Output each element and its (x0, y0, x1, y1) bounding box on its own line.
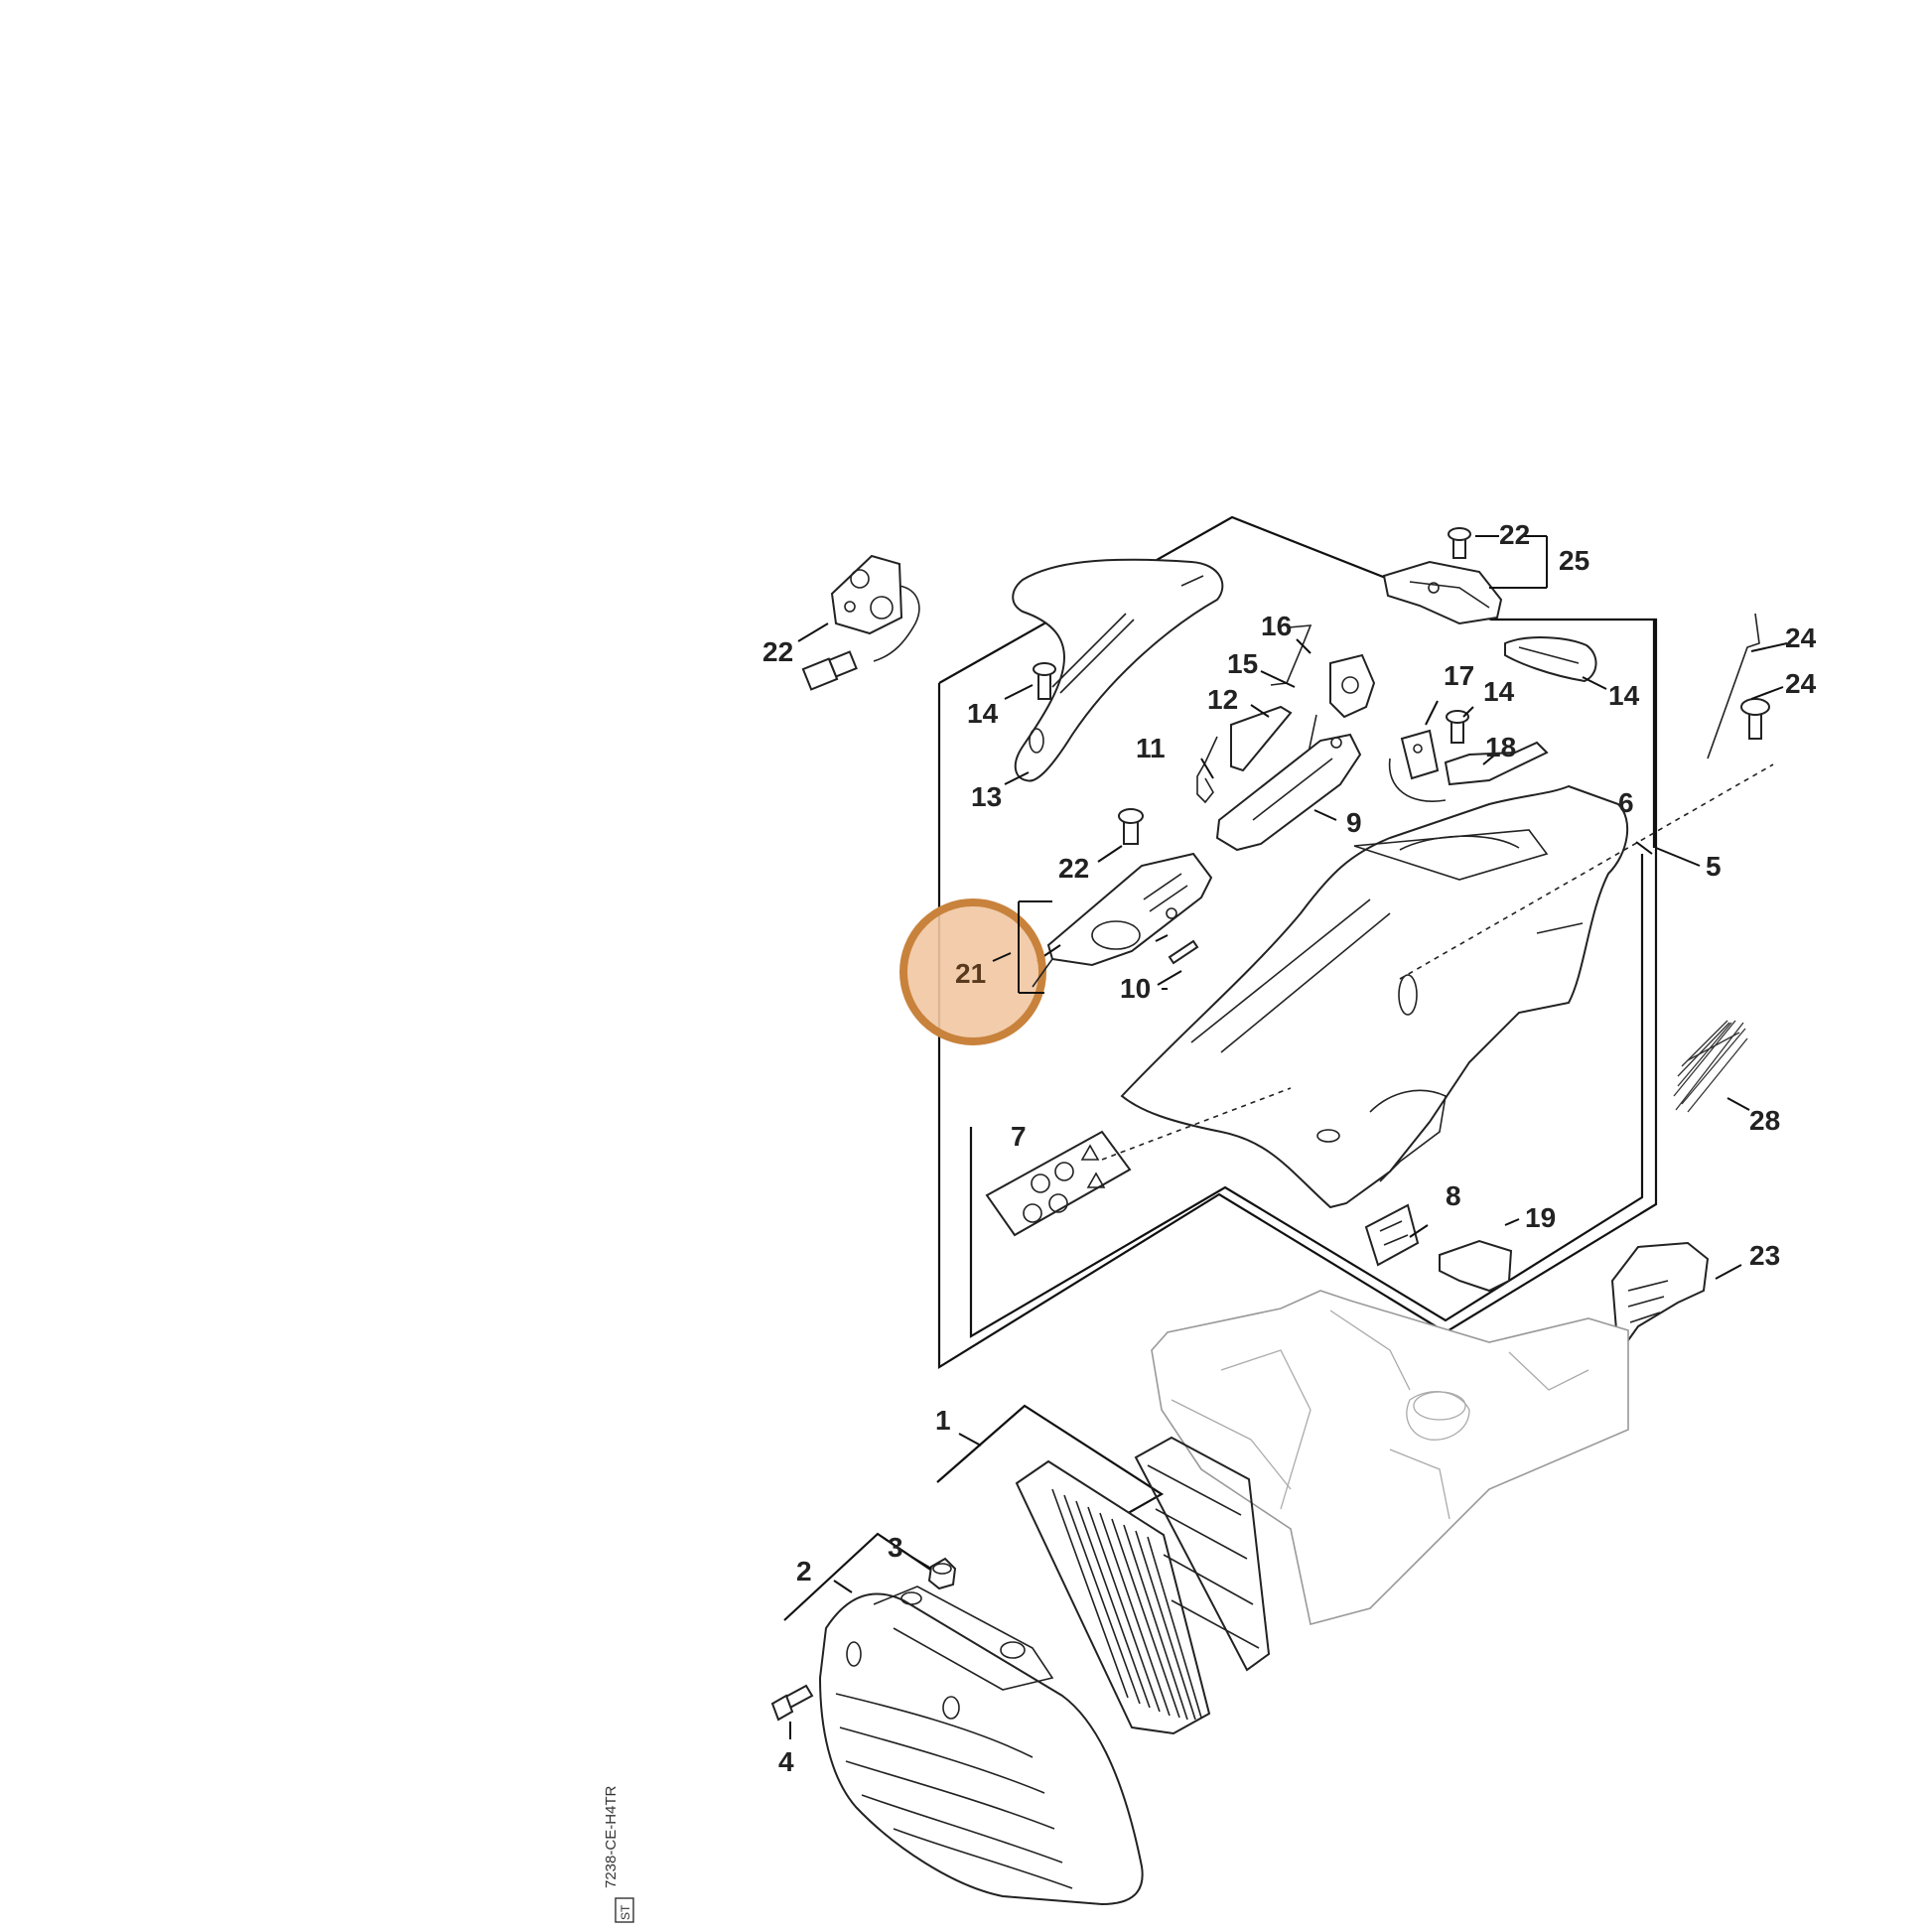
plate-part (1046, 852, 1213, 967)
part-label-15[interactable]: 14 (1608, 680, 1640, 711)
corner-mark: ST (615, 1897, 634, 1923)
part-label-10[interactable]: 10 (1120, 973, 1151, 1004)
bracket-over-highlight (992, 901, 1053, 994)
bracket-parts (1388, 729, 1549, 802)
part-label-14[interactable]: 14 (967, 698, 999, 729)
part-label-7[interactable]: 7 (1011, 1121, 1027, 1152)
part-label-21[interactable]: 21 (955, 958, 986, 989)
part-label-19[interactable]: 18 (1485, 732, 1516, 762)
part-label-9[interactable]: 9 (1346, 807, 1362, 838)
shroud-part (1120, 784, 1629, 1209)
screw-parts (1033, 662, 1469, 744)
screw-22-parts (1118, 527, 1471, 845)
handle-part (1012, 558, 1224, 782)
part-label-13[interactable]: 13 (971, 781, 1002, 812)
part-label-22b[interactable]: 22 (1499, 519, 1530, 550)
decal-8-part (1364, 1203, 1420, 1267)
part-label-26[interactable]: 24 (1785, 668, 1817, 699)
rod-part (1707, 613, 1770, 759)
part-label-20[interactable]: 19 (1525, 1202, 1556, 1233)
insert-part (1439, 1239, 1513, 1293)
switch-assembly (801, 554, 920, 691)
filter-cover-part (818, 1586, 1144, 1906)
part-label-16[interactable]: 15 (1227, 648, 1258, 679)
screen-part (1673, 1020, 1748, 1113)
svg-text:ST: ST (619, 1904, 632, 1920)
part-label-6[interactable]: 6 (1618, 787, 1634, 818)
part-label-8[interactable]: 8 (1446, 1180, 1461, 1211)
part-label-28[interactable]: 28 (1749, 1105, 1780, 1136)
engine-housing (1151, 1290, 1629, 1625)
part-label-12[interactable]: 12 (1207, 684, 1238, 715)
part-label-18[interactable]: 17 (1444, 660, 1474, 691)
part-label-3[interactable]: 3 (888, 1532, 903, 1563)
assembly-guide-line-2 (1399, 763, 1774, 980)
cover-cap-part (1382, 560, 1503, 625)
assembly-guide-line (1101, 1087, 1292, 1161)
part-label-4[interactable]: 4 (778, 1746, 794, 1777)
decal-part (985, 1130, 1132, 1237)
part-label-23[interactable]: 22 (762, 636, 793, 667)
part-label-1[interactable]: 1 (935, 1405, 951, 1436)
assembly-frame (937, 515, 1658, 1369)
part-label-25[interactable]: 23 (1749, 1240, 1780, 1271)
part-label-17[interactable]: 16 (1261, 611, 1292, 641)
part-label-24[interactable]: 24 (1785, 622, 1817, 653)
part-label-27[interactable]: 25 (1559, 545, 1589, 576)
screw-4-part (770, 1684, 814, 1722)
part-label-11[interactable]: 11 (1136, 733, 1166, 763)
part-label-2[interactable]: 2 (796, 1556, 812, 1587)
spring-part (1168, 736, 1218, 965)
part-label-5[interactable]: 5 (1706, 851, 1722, 882)
grip-part (1504, 636, 1597, 683)
air-filter-part (1015, 1436, 1271, 1735)
trigger-parts (1215, 705, 1362, 852)
nut-part (927, 1557, 957, 1590)
drawing-code: 7238-CE-H4TR (603, 1785, 620, 1888)
throttle-parts (1270, 624, 1376, 754)
part-label-14b[interactable]: 14 (1483, 676, 1515, 707)
part-label-22[interactable]: 22 (1058, 853, 1089, 884)
